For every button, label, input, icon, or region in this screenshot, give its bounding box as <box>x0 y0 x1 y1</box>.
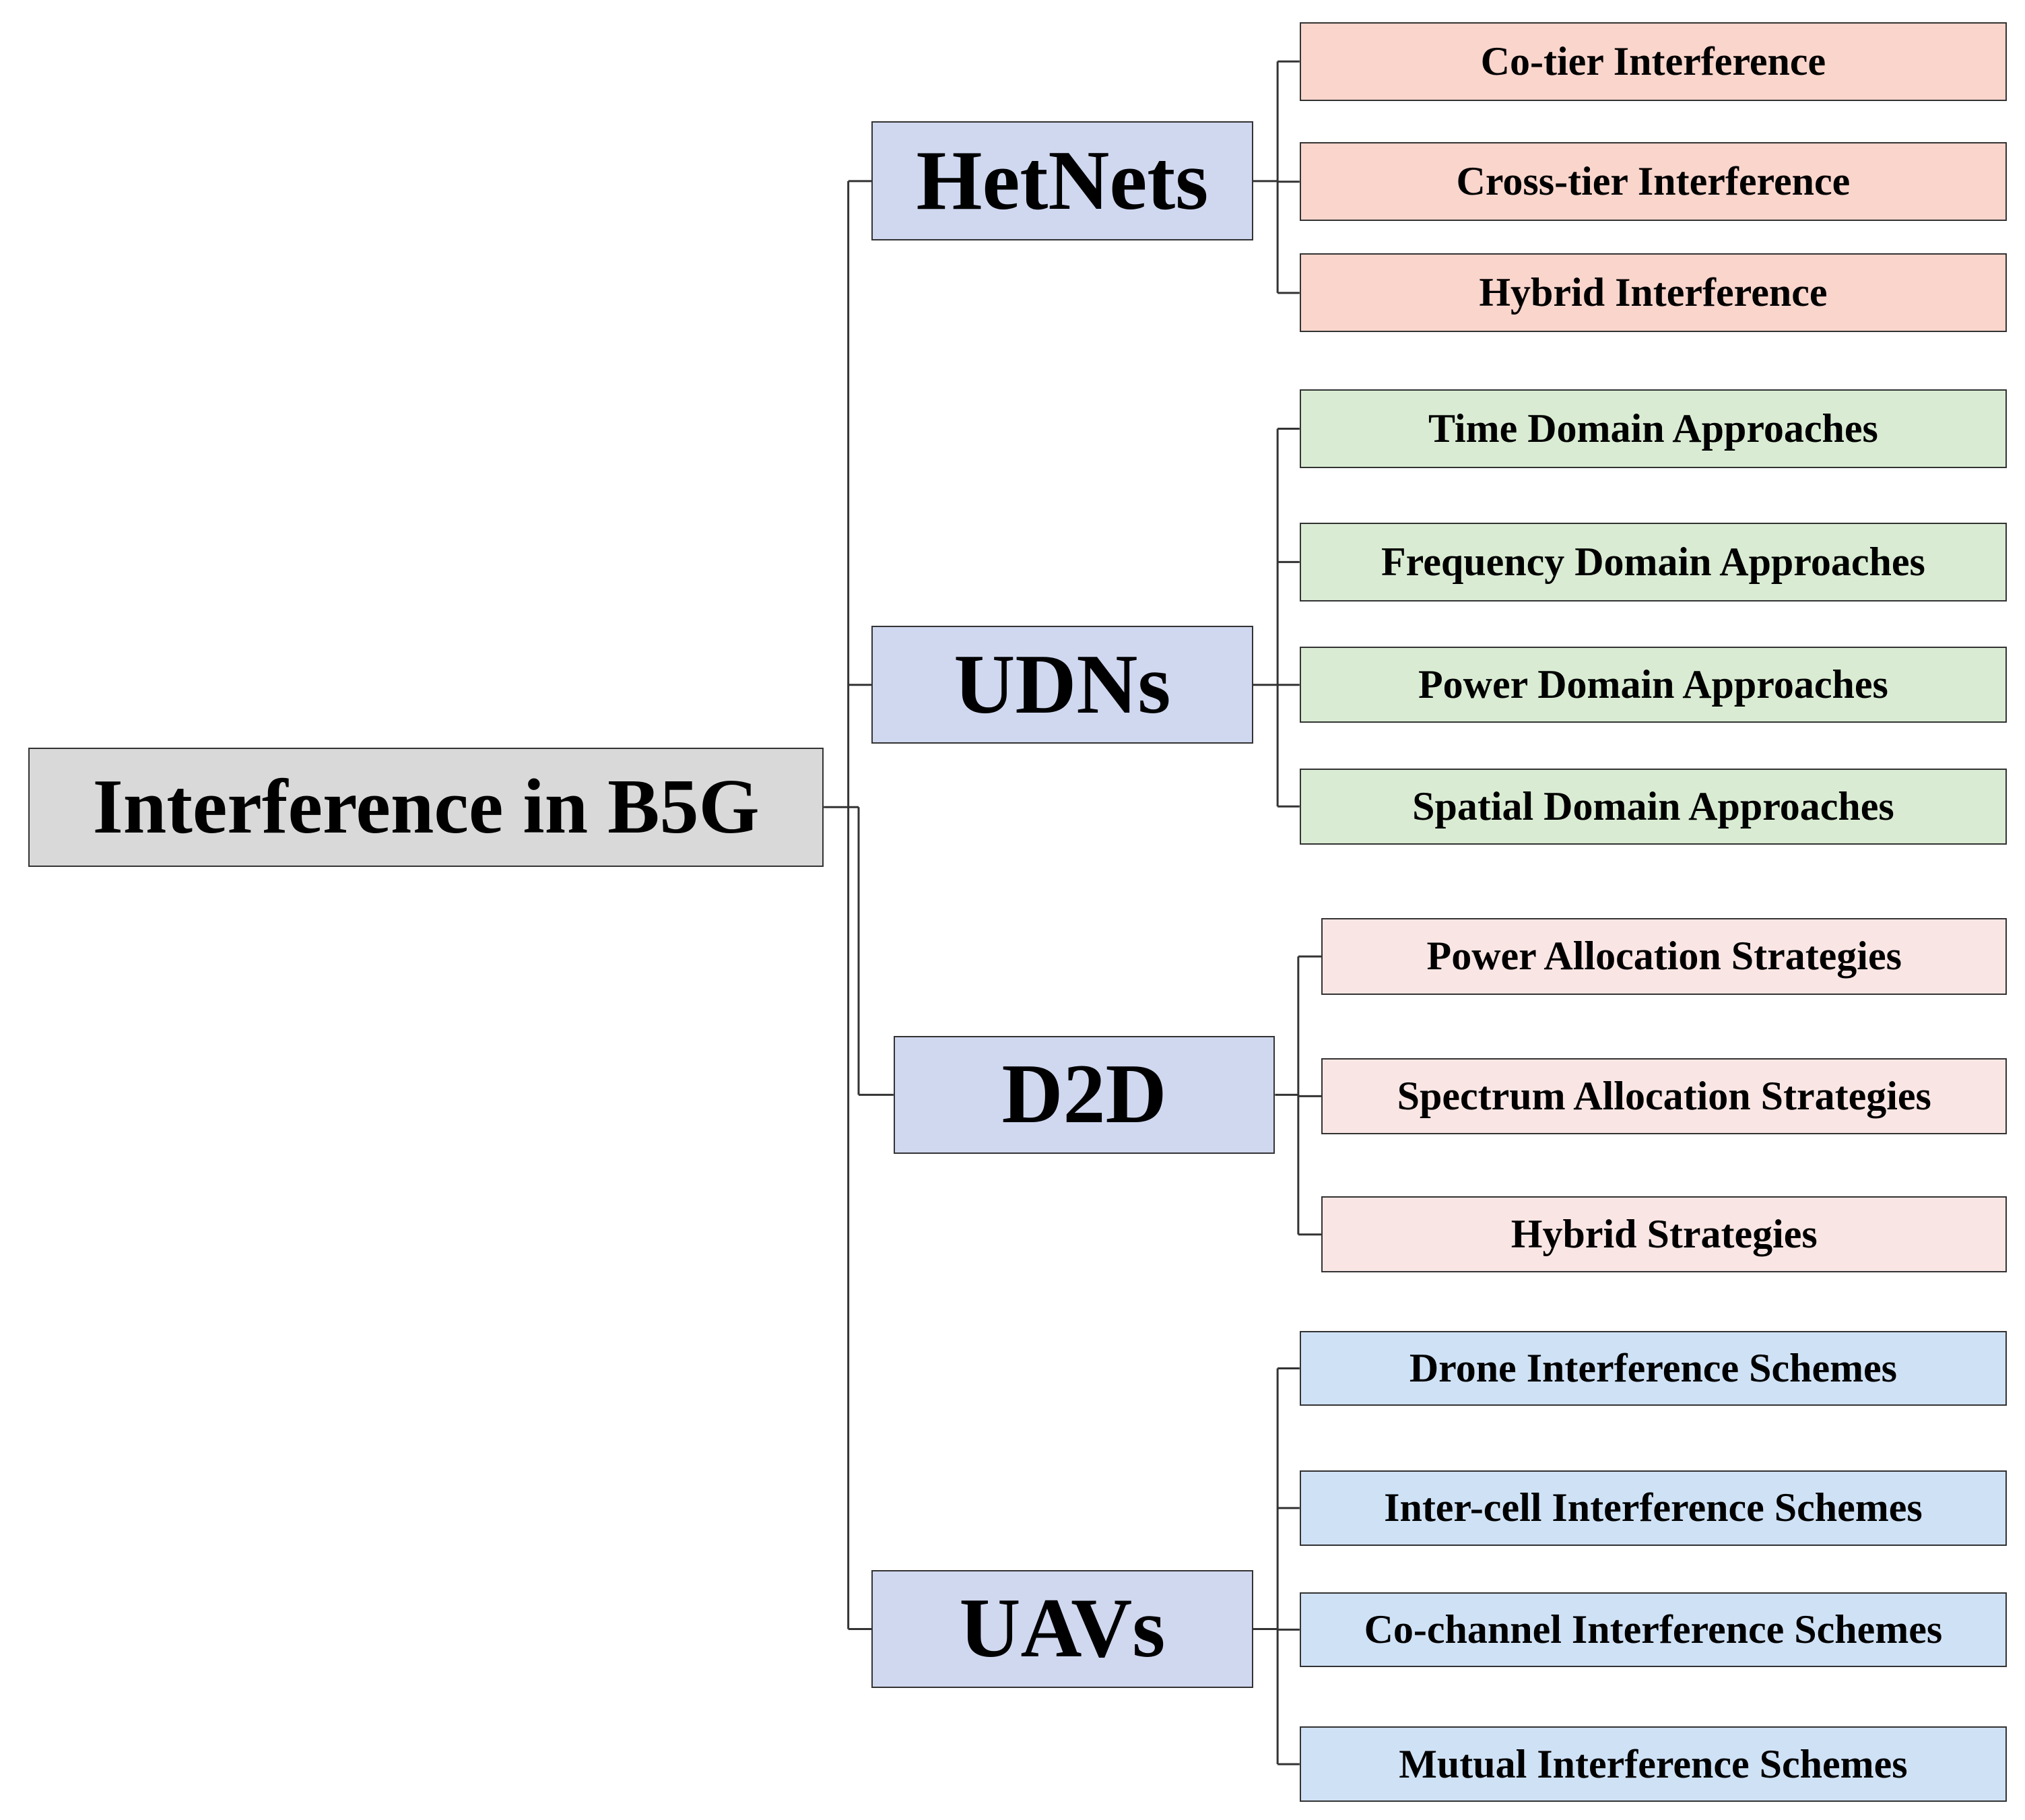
leaf-node-power-allocation-strategies: Power Allocation Strategies <box>1321 918 2007 995</box>
root-node: Interference in B5G <box>28 747 824 867</box>
leaf-node-power-domain-approaches: Power Domain Approaches <box>1299 647 2007 723</box>
leaf-node-spatial-domain-approaches: Spatial Domain Approaches <box>1299 768 2007 845</box>
leaf-node-cross-tier-interference: Cross-tier Interference <box>1299 142 2007 222</box>
leaf-node-inter-cell-interference-schemes: Inter-cell Interference Schemes <box>1299 1470 2007 1546</box>
category-node-uavs: UAVs <box>871 1570 1253 1688</box>
leaf-node-frequency-domain-approaches: Frequency Domain Approaches <box>1299 522 2007 602</box>
category-node-hetnets: HetNets <box>871 121 1253 241</box>
leaf-node-mutual-interference-schemes: Mutual Interference Schemes <box>1299 1726 2007 1802</box>
leaf-node-spectrum-allocation-strategies: Spectrum Allocation Strategies <box>1321 1058 2007 1134</box>
leaf-node-drone-interference-schemes: Drone Interference Schemes <box>1299 1330 2007 1406</box>
category-node-udns: UDNs <box>871 626 1253 744</box>
leaf-node-hybrid-strategies: Hybrid Strategies <box>1321 1196 2007 1273</box>
category-node-d2d: D2D <box>893 1036 1275 1154</box>
leaf-node-co-channel-interference-schemes: Co-channel Interference Schemes <box>1299 1592 2007 1668</box>
leaf-node-co-tier-interference: Co-tier Interference <box>1299 22 2007 101</box>
leaf-node-time-domain-approaches: Time Domain Approaches <box>1299 389 2007 469</box>
leaf-node-hybrid-interference: Hybrid Interference <box>1299 253 2007 333</box>
